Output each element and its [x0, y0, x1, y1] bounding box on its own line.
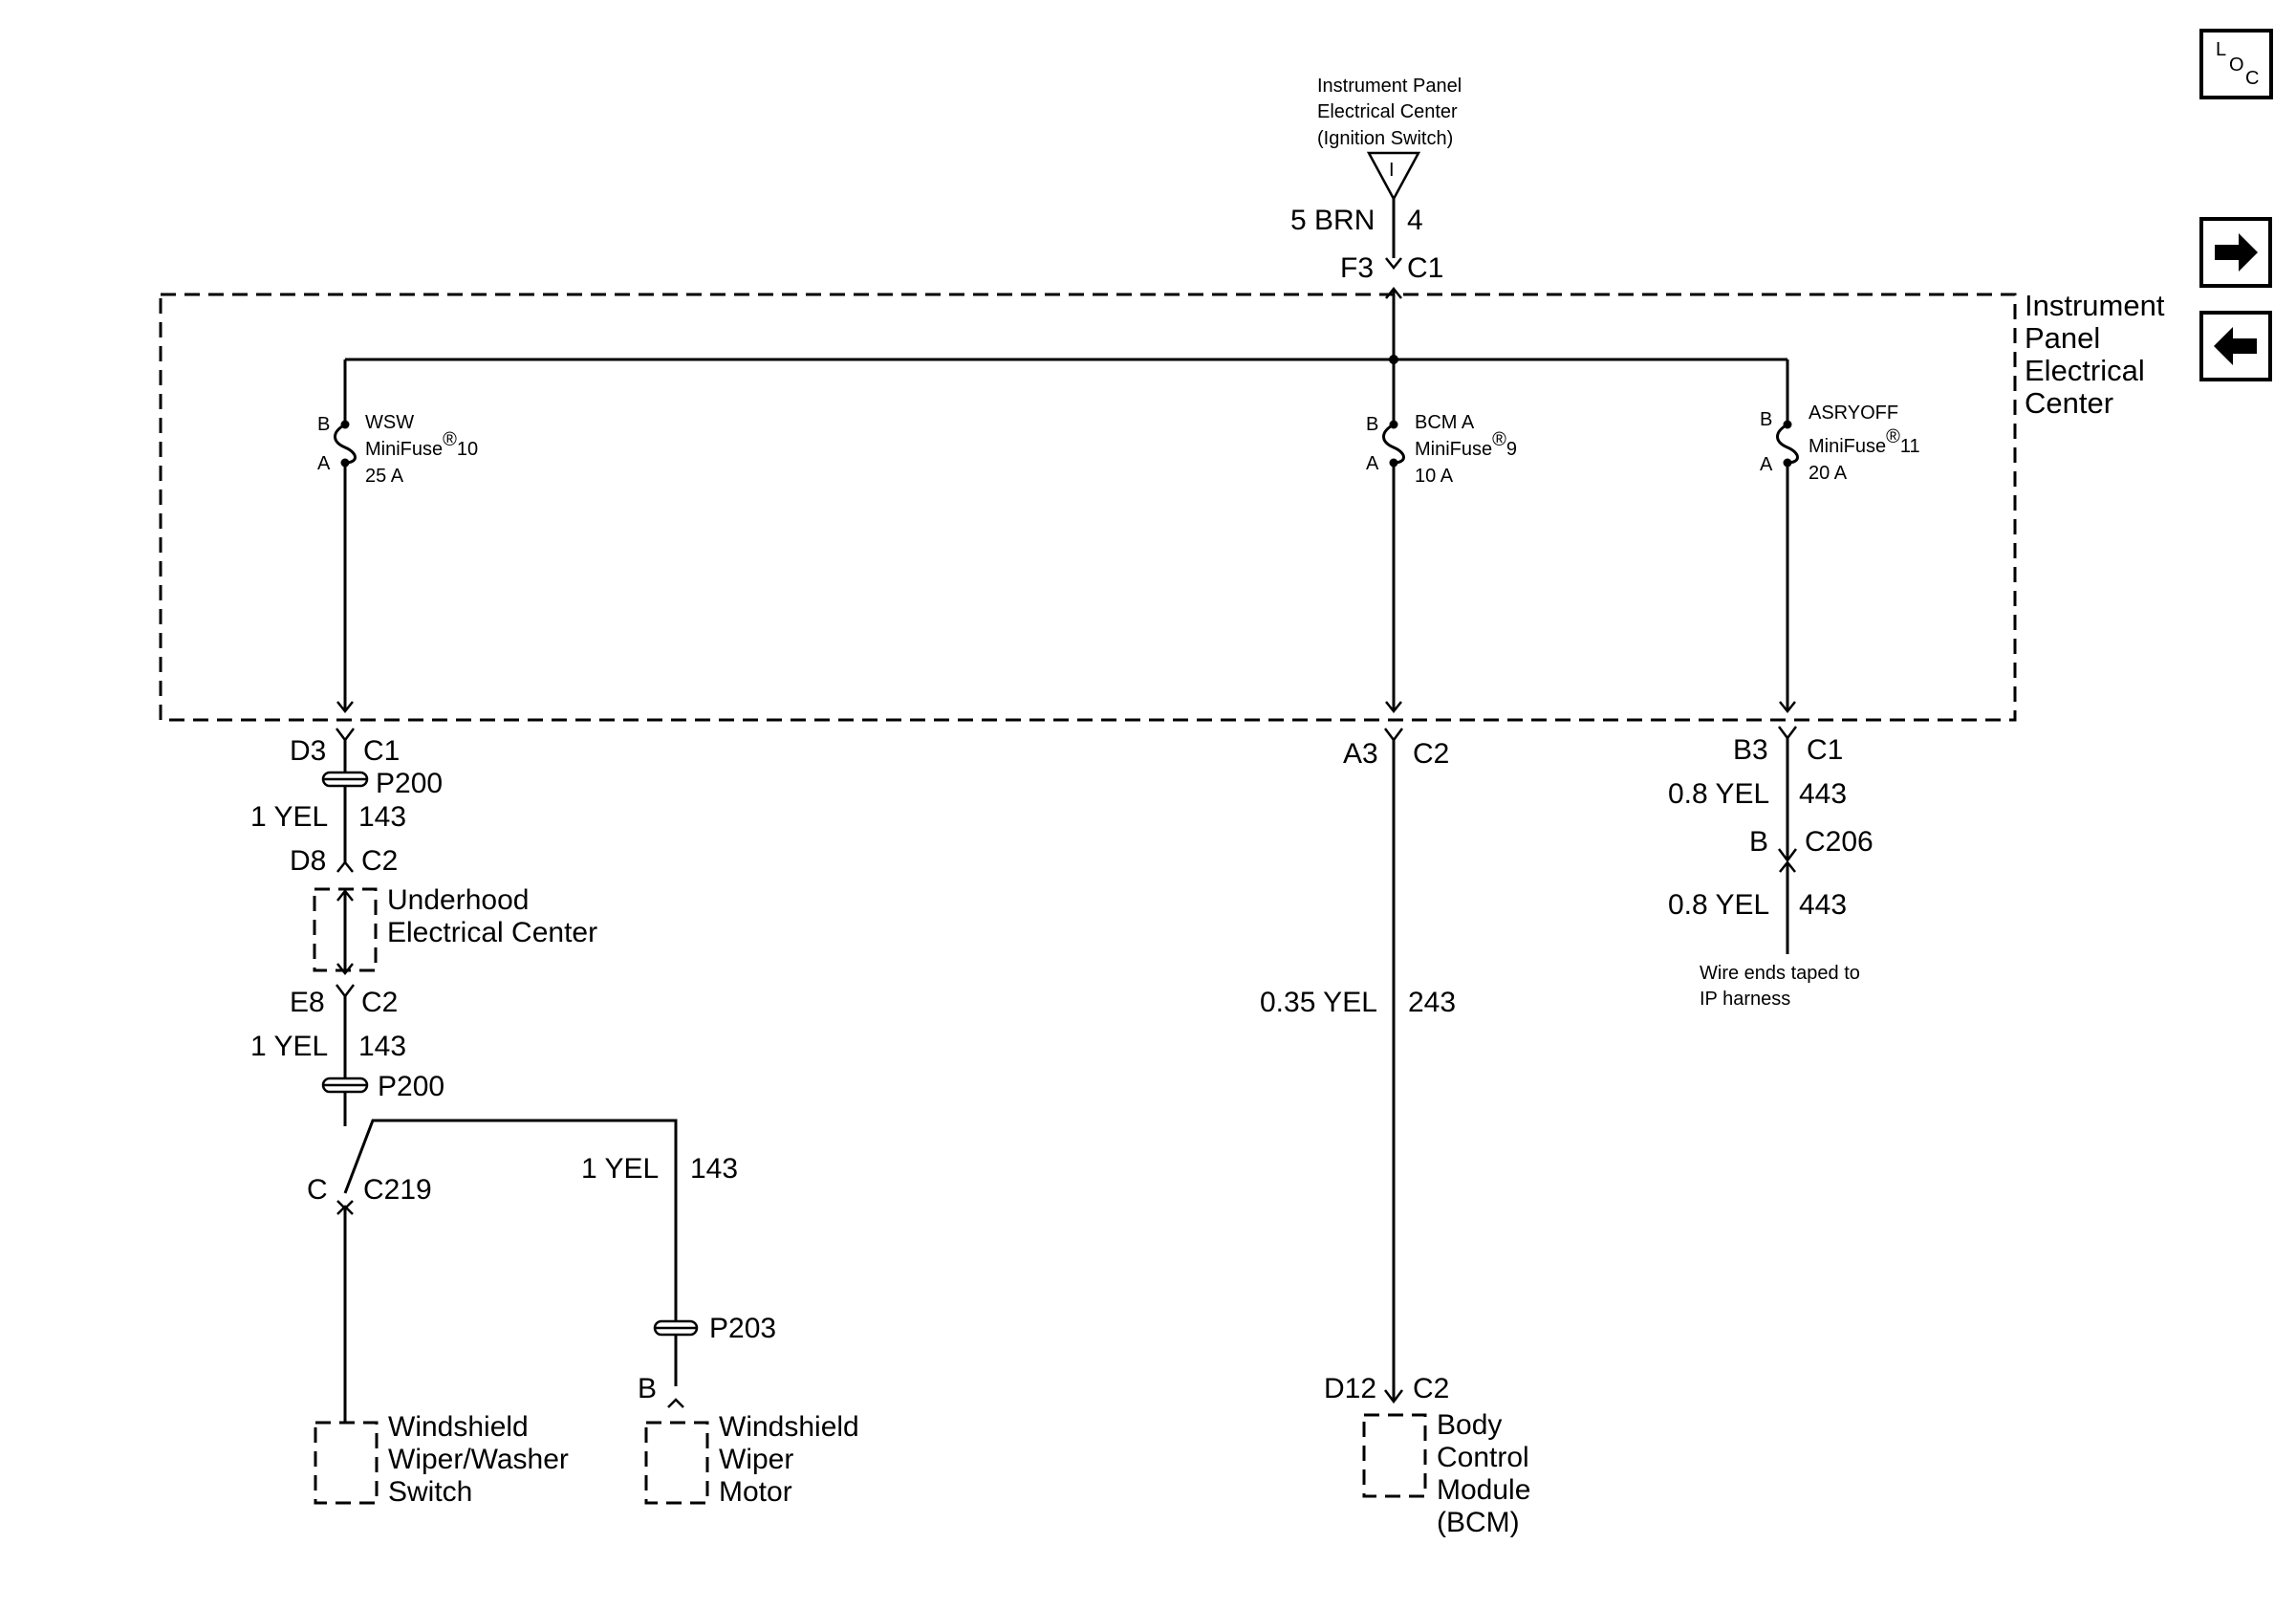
svg-text:Module: Module [1437, 1474, 1530, 1506]
wiper-washer-switch [314, 1421, 379, 1505]
svg-text:1 YEL: 1 YEL [250, 801, 328, 833]
svg-text:Wire ends taped to: Wire ends taped to [1700, 963, 1860, 984]
svg-text:A3: A3 [1343, 738, 1378, 770]
svg-text:WSW: WSW [365, 412, 414, 433]
svg-text:Electrical Center: Electrical Center [1317, 101, 1458, 122]
svg-text:C2: C2 [1413, 738, 1449, 770]
svg-text:A: A [317, 453, 331, 474]
svg-text:C1: C1 [1807, 734, 1843, 766]
svg-text:C206: C206 [1805, 826, 1874, 858]
svg-text:1 YEL: 1 YEL [581, 1153, 659, 1185]
svg-text:(Ignition Switch): (Ignition Switch) [1317, 128, 1453, 149]
svg-text:Panel: Panel [2025, 321, 2100, 355]
loc-letter-o: O [2229, 54, 2244, 76]
svg-text:MiniFuse®11: MiniFuse®11 [1809, 426, 1920, 457]
splice-p200-top: P200 [321, 768, 443, 799]
svg-text:C1: C1 [363, 735, 400, 767]
svg-text:Electrical Center: Electrical Center [387, 917, 597, 948]
wiper-motor [644, 1421, 709, 1505]
source-wire-gauge: 5 BRN [1290, 205, 1375, 236]
svg-text:B: B [1749, 826, 1768, 858]
svg-text:Body: Body [1437, 1409, 1502, 1441]
svg-text:A: A [1366, 453, 1379, 474]
svg-text:MiniFuse®9: MiniFuse®9 [1415, 429, 1517, 460]
svg-text:25 A: 25 A [365, 466, 404, 487]
source-circuit: 4 [1407, 205, 1423, 236]
arrow-left-icon [2214, 327, 2257, 365]
svg-text:Control: Control [1437, 1442, 1529, 1473]
svg-text:0.35 YEL: 0.35 YEL [1260, 987, 1377, 1018]
svg-text:Wiper: Wiper [719, 1444, 793, 1475]
splice-p200-bottom: P200 [321, 1071, 444, 1102]
loc-letter-l: L [2216, 39, 2226, 60]
fuse-wsw: B A WSW MiniFuse®10 25 A [317, 359, 478, 714]
svg-text:B3: B3 [1733, 734, 1768, 766]
svg-text:IP harness: IP harness [1700, 989, 1790, 1010]
svg-text:P203: P203 [709, 1313, 776, 1344]
svg-text:C219: C219 [363, 1174, 432, 1206]
svg-text:143: 143 [690, 1153, 738, 1185]
svg-text:Windshield: Windshield [388, 1411, 529, 1443]
svg-text:(BCM): (BCM) [1437, 1507, 1520, 1538]
svg-text:B: B [1760, 409, 1772, 430]
svg-text:20 A: 20 A [1809, 463, 1848, 484]
svg-text:Instrument: Instrument [2025, 289, 2165, 322]
svg-text:C: C [307, 1174, 328, 1206]
body-control-module [1362, 1413, 1427, 1498]
ipec-box [159, 293, 2017, 722]
svg-text:443: 443 [1799, 889, 1847, 921]
svg-text:C2: C2 [1413, 1373, 1449, 1404]
ipec-label: Instrument Panel Electrical Center [2025, 289, 2165, 420]
svg-text:Windshield: Windshield [719, 1411, 859, 1443]
svg-text:243: 243 [1408, 987, 1456, 1018]
svg-text:MiniFuse®10: MiniFuse®10 [365, 429, 478, 460]
svg-text:0.8 YEL: 0.8 YEL [1668, 778, 1769, 810]
svg-text:Motor: Motor [719, 1476, 792, 1508]
svg-text:BCM A: BCM A [1415, 412, 1475, 433]
svg-text:Center: Center [2025, 386, 2113, 420]
ignition-source: Instrument Panel Electrical Center (Igni… [1290, 76, 1462, 284]
arrow-right-icon [2215, 233, 2258, 272]
svg-text:D3: D3 [290, 735, 326, 767]
fuse-bcm-a: B A BCM A MiniFuse®9 10 A [1366, 359, 1517, 714]
svg-text:Instrument Panel: Instrument Panel [1317, 76, 1462, 97]
svg-text:10 A: 10 A [1415, 466, 1454, 487]
svg-text:E8: E8 [290, 987, 325, 1018]
svg-text:Wiper/Washer: Wiper/Washer [388, 1444, 569, 1475]
svg-text:B: B [1366, 414, 1378, 435]
loc-button[interactable]: L O C [2199, 29, 2273, 99]
source-connector: C1 [1407, 252, 1443, 284]
svg-text:ASRYOFF: ASRYOFF [1809, 402, 1898, 424]
svg-text:C2: C2 [361, 987, 398, 1018]
left-branch: D3 C1 P200 1 YEL 143 D8 C2 Underhood Ele… [250, 728, 859, 1508]
middle-branch: A3 C2 0.35 YEL 243 D12 C2 Body Control M… [1260, 728, 1530, 1538]
splice-p203: P203 [653, 1313, 776, 1344]
svg-text:B: B [638, 1373, 657, 1404]
svg-text:P200: P200 [376, 768, 443, 799]
source-marker: I [1389, 160, 1395, 181]
svg-text:Electrical: Electrical [2025, 354, 2145, 387]
forward-button[interactable] [2199, 217, 2272, 288]
svg-text:143: 143 [358, 1031, 406, 1062]
svg-text:1 YEL: 1 YEL [250, 1031, 328, 1062]
svg-text:Underhood: Underhood [387, 884, 529, 916]
source-pin: F3 [1340, 252, 1374, 284]
svg-text:D12: D12 [1324, 1373, 1376, 1404]
svg-text:443: 443 [1799, 778, 1847, 810]
fuse-asryoff: B A ASRYOFF MiniFuse®11 20 A [1760, 359, 1920, 714]
svg-text:D8: D8 [290, 845, 326, 877]
svg-text:143: 143 [358, 801, 406, 833]
loc-letter-c: C [2245, 68, 2259, 89]
svg-text:B: B [317, 414, 330, 435]
svg-text:0.8 YEL: 0.8 YEL [1668, 889, 1769, 921]
svg-text:A: A [1760, 454, 1773, 475]
right-branch: B3 C1 0.8 YEL 443 B C206 0.8 YEL 443 Wir… [1668, 726, 1874, 1010]
svg-text:P200: P200 [378, 1071, 444, 1102]
back-button[interactable] [2199, 311, 2272, 381]
svg-text:Switch: Switch [388, 1476, 472, 1508]
svg-text:C2: C2 [361, 845, 398, 877]
